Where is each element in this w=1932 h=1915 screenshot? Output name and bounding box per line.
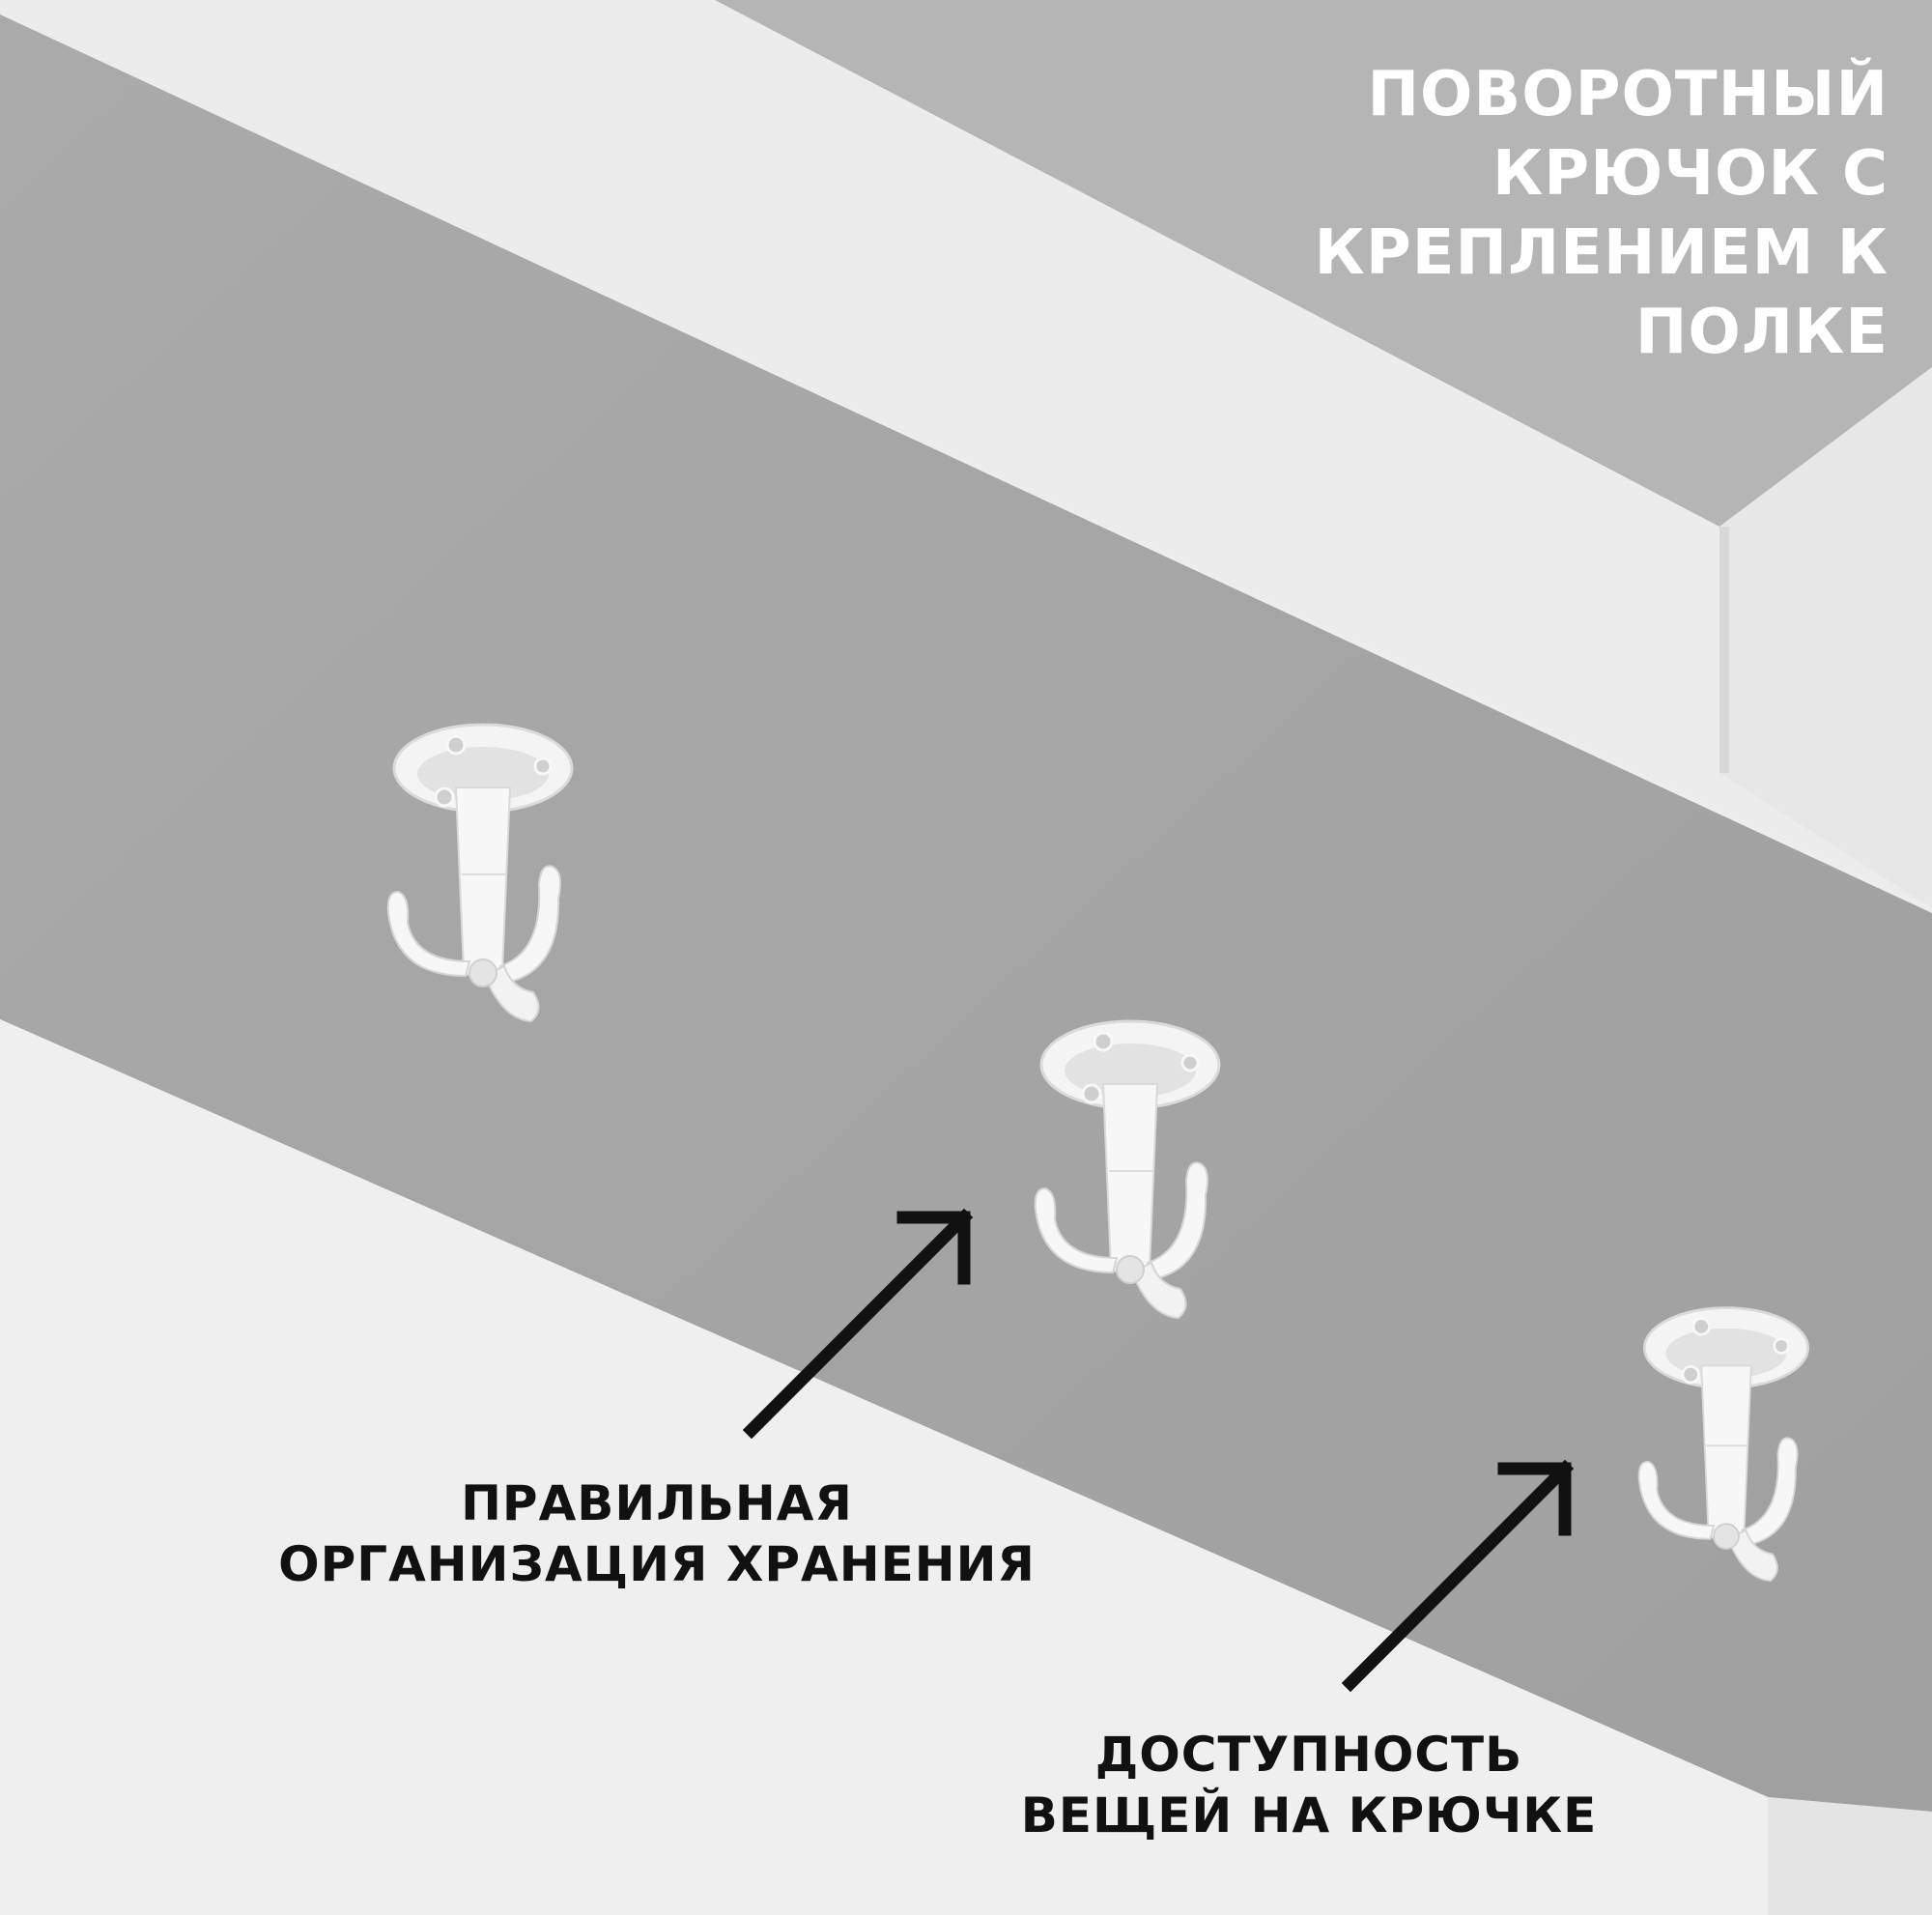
caption-item-accessibility: ДОСТУПНОСТЬ ВЕЩЕЙ НА КРЮЧКЕ: [908, 1725, 1710, 1845]
title-line: КРЮЧОК С: [1492, 137, 1889, 210]
side-wall: [1719, 367, 1932, 908]
shelf-underside: [0, 14, 1932, 1812]
title-line: ПОЛКЕ: [1634, 296, 1889, 368]
title-line: ПОВОРОТНЫЙ: [1367, 59, 1889, 130]
caption-line: ПРАВИЛЬНАЯ: [461, 1475, 853, 1531]
caption-storage-organization: ПРАВИЛЬНАЯ ОРГАНИЗАЦИЯ ХРАНЕНИЯ: [184, 1473, 1130, 1594]
caption-line: ОРГАНИЗАЦИЯ ХРАНЕНИЯ: [278, 1535, 1036, 1592]
product-title: ПОВОРОТНЫЙ КРЮЧОК С КРЕПЛЕНИЕМ К ПОЛКЕ: [1154, 56, 1889, 373]
caption-line: ВЕЩЕЙ НА КРЮЧКЕ: [1020, 1786, 1598, 1844]
title-line: КРЕПЛЕНИЕМ К: [1314, 216, 1889, 289]
arrow-icon: [742, 1208, 974, 1440]
lower-wall: [0, 1019, 1768, 1915]
arrow-icon: [1341, 1459, 1575, 1693]
caption-line: ДОСТУПНОСТЬ: [1094, 1727, 1523, 1783]
shelf-front-edge: [0, 0, 1932, 908]
